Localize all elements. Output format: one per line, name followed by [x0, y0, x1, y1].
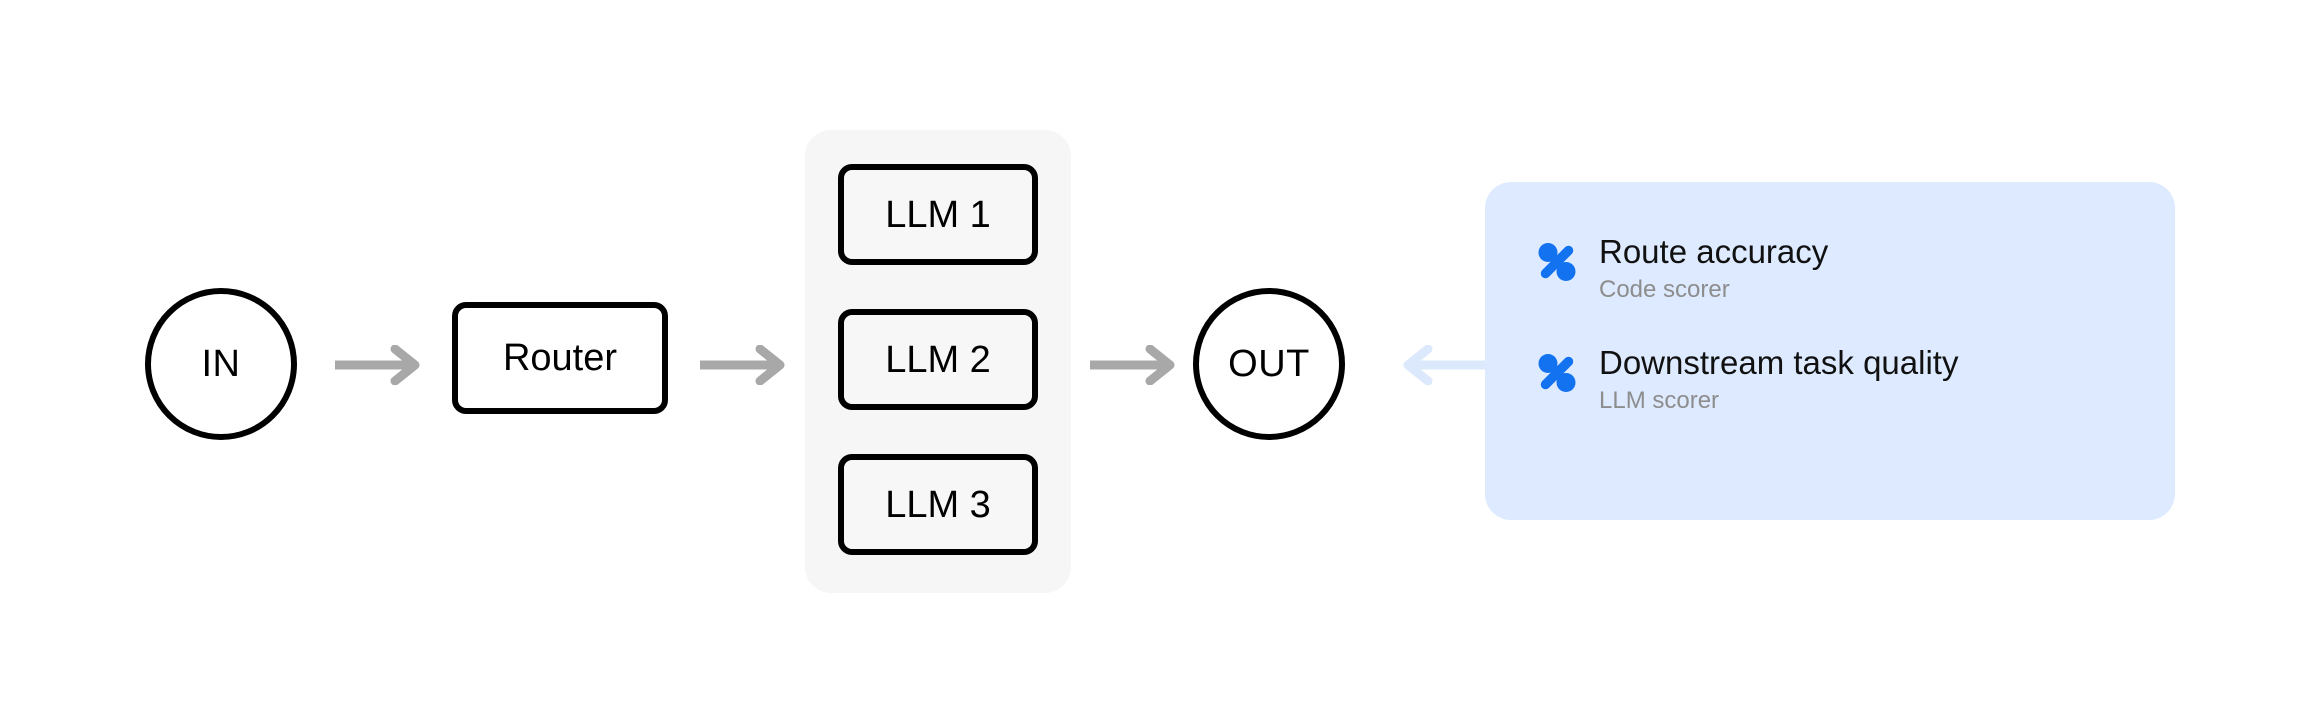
percent-scorer-icon: [1535, 240, 1579, 284]
node-input[interactable]: IN: [145, 288, 297, 440]
scorer-item-downstream-task-quality[interactable]: Downstream task quality LLM scorer: [1535, 343, 2135, 416]
node-llm-1[interactable]: LLM 1: [838, 164, 1038, 265]
node-router[interactable]: Router: [452, 302, 668, 414]
arrow-router-to-llms: [700, 345, 790, 385]
node-llm-2[interactable]: LLM 2: [838, 309, 1038, 410]
node-llm-2-label: LLM 2: [885, 338, 991, 381]
node-input-label: IN: [201, 343, 241, 385]
arrow-llms-to-out: [1090, 345, 1180, 385]
scorer-card: Route accuracy Code scorer Downstream ta…: [1485, 182, 2175, 520]
scorer-item-route-accuracy[interactable]: Route accuracy Code scorer: [1535, 233, 2135, 305]
node-llm-3[interactable]: LLM 3: [838, 454, 1038, 555]
node-router-label: Router: [502, 337, 618, 379]
node-llm-3-label: LLM 3: [885, 483, 991, 526]
scorer-title: Downstream task quality: [1599, 343, 1959, 381]
scorer-text-group: Downstream task quality LLM scorer: [1599, 343, 2135, 416]
node-output[interactable]: OUT: [1193, 288, 1345, 440]
arrow-in-to-router: [335, 345, 425, 385]
scorer-subtitle: LLM scorer: [1599, 386, 1720, 414]
scorer-title: Route accuracy: [1599, 233, 1829, 270]
node-output-label: OUT: [1228, 343, 1310, 385]
scorer-text-group: Route accuracy Code scorer: [1599, 233, 2135, 305]
node-llm-1-label: LLM 1: [885, 193, 991, 236]
scorer-list: Route accuracy Code scorer Downstream ta…: [1535, 233, 2135, 416]
percent-scorer-icon: [1535, 351, 1579, 395]
llm-group: LLM 1 LLM 2 LLM 3: [805, 130, 1071, 593]
scorer-subtitle: Code scorer: [1599, 275, 1730, 303]
arrow-scorers-to-out: [1393, 345, 1488, 385]
